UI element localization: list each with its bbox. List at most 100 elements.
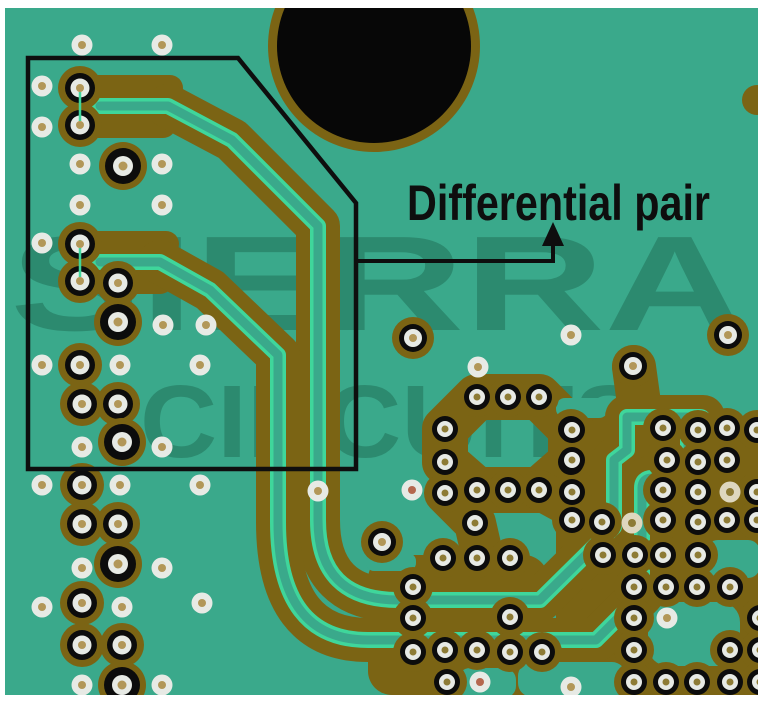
annotation-label: Differential pair [407, 175, 710, 231]
via-drill [629, 362, 637, 370]
via-drill [694, 426, 702, 434]
via-drill [568, 488, 576, 496]
copper-and-vias-layer [31, 0, 768, 705]
via-drill [114, 279, 122, 287]
via-drill [409, 583, 417, 591]
drill-hole [277, 0, 471, 143]
via-drill [117, 680, 127, 690]
via-drill [78, 599, 86, 607]
via-drill [694, 551, 702, 559]
via-drill [504, 393, 512, 401]
pad-drill [628, 519, 636, 527]
pad-drill [476, 678, 484, 686]
pad-drill [38, 239, 46, 247]
via-drill [694, 458, 702, 466]
via-drill [630, 583, 638, 591]
via-drill [504, 486, 512, 494]
callout-arrow-line [356, 240, 555, 263]
via-drill [662, 678, 670, 686]
pad-drill [76, 160, 84, 168]
via-drill [441, 458, 449, 466]
pad-drill [726, 488, 734, 496]
via-drill [630, 678, 638, 686]
via-drill [506, 554, 514, 562]
via-drill [568, 426, 576, 434]
via-drill [473, 393, 481, 401]
via-drill [78, 641, 86, 649]
via-drill [118, 161, 128, 171]
via-drill [694, 518, 702, 526]
pad-drill [116, 361, 124, 369]
via-drill [409, 648, 417, 656]
via-drill [409, 334, 417, 342]
via-drill [76, 361, 84, 369]
pad-drill [567, 331, 575, 339]
pad-drill [78, 681, 86, 689]
callout-arrowhead [542, 222, 564, 246]
via-drill [78, 400, 86, 408]
pad-drill [78, 564, 86, 572]
pad-drill [76, 201, 84, 209]
via-drill [659, 551, 667, 559]
callout-layer [25, 55, 564, 472]
via-drill [662, 583, 670, 591]
via-drill [663, 456, 671, 464]
pad-drill [38, 361, 46, 369]
via-drill [409, 614, 417, 622]
pad-drill [158, 201, 166, 209]
pad-drill [78, 41, 86, 49]
callout-box [25, 55, 359, 472]
pad-drill [474, 363, 482, 371]
pad-drill [408, 486, 416, 494]
via-drill [726, 646, 734, 654]
via-drill [598, 518, 606, 526]
via-drill [113, 559, 123, 569]
via-drill [473, 554, 481, 562]
pad-drill [314, 487, 322, 495]
via-drill [76, 240, 84, 248]
via-drill [726, 583, 734, 591]
pad-drill [158, 681, 166, 689]
via-drill [659, 424, 667, 432]
via-drill [568, 516, 576, 524]
via-drill [599, 551, 607, 559]
pad-drill [38, 603, 46, 611]
pad-drill [158, 41, 166, 49]
via-drill [443, 678, 451, 686]
via-drill [659, 486, 667, 494]
via-drill [694, 488, 702, 496]
via-drill [117, 437, 127, 447]
pad-drill [196, 481, 204, 489]
pad-drill [38, 123, 46, 131]
via-drill [506, 648, 514, 656]
via-drill [441, 489, 449, 497]
via-drill [473, 646, 481, 654]
via-drill [441, 646, 449, 654]
pad-drill [78, 443, 86, 451]
via-drill [506, 613, 514, 621]
via-drill [114, 520, 122, 528]
pad-drill [118, 603, 126, 611]
via-drill [538, 648, 546, 656]
via-drill [630, 614, 638, 622]
via-drill [724, 331, 732, 339]
via-drill [630, 646, 638, 654]
margin-left [0, 0, 5, 705]
pad-drill [198, 599, 206, 607]
pad-drill [38, 82, 46, 90]
via-drill [723, 424, 731, 432]
via-drill [659, 516, 667, 524]
pad-drill [116, 481, 124, 489]
via-drill [118, 641, 126, 649]
margin-bottom [0, 695, 768, 705]
pad-drill [196, 361, 204, 369]
via-drill [535, 486, 543, 494]
via-drill [76, 121, 84, 129]
pad-drill [567, 683, 575, 691]
via-drill [76, 277, 84, 285]
via-drill [568, 456, 576, 464]
pad-drill [202, 321, 210, 329]
